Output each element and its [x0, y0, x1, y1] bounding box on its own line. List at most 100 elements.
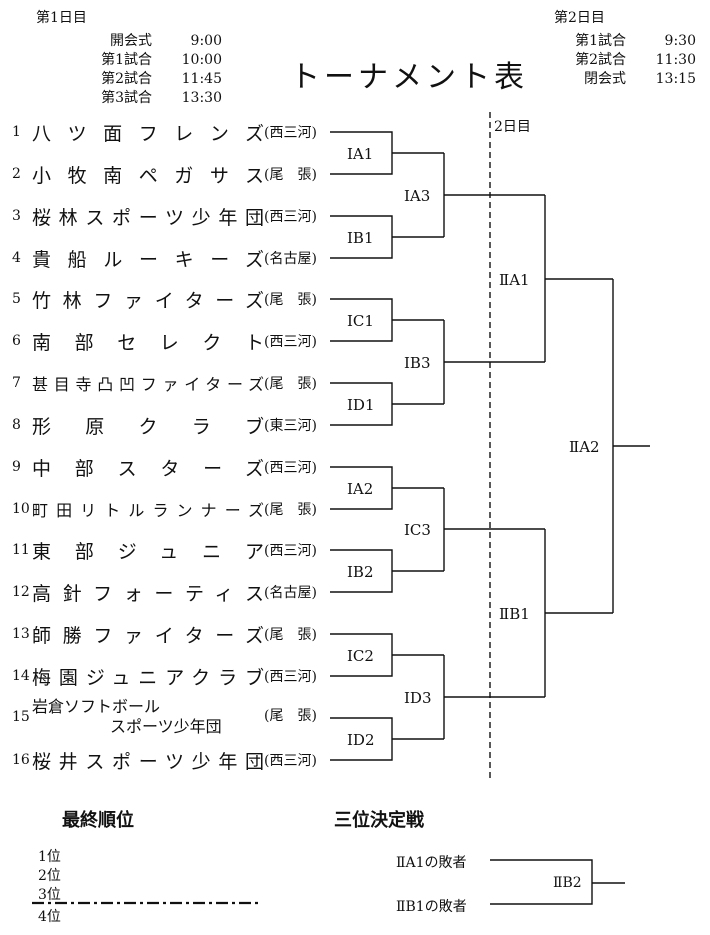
team-number: 8	[12, 417, 21, 433]
schedule-label: 第3試合	[101, 90, 152, 106]
team-row: 5 竹林ファイターズ(尾 張)	[12, 287, 332, 312]
team-name: 東部ジュニア	[32, 540, 264, 563]
team-row: 8 形原クラブ(東三河)	[12, 413, 332, 438]
team-name: 中部スターズ	[32, 457, 264, 480]
match-label: ⅠA2	[346, 480, 375, 498]
team-region: (西三河)	[264, 125, 317, 141]
team-region: (西三河)	[264, 753, 317, 769]
team-name: 町田リトルランナーズ	[32, 501, 264, 520]
team-name: 梅園ジュニアクラブ	[32, 666, 264, 689]
team-number: 10	[12, 501, 30, 517]
team-number: 1	[12, 124, 21, 140]
team-number: 3	[12, 208, 21, 224]
team-region: (西三河)	[264, 669, 317, 685]
match-label: ⅠD1	[346, 396, 376, 414]
schedule-row: 閉会式 13:15	[558, 70, 696, 89]
match-label: ⅠD3	[403, 689, 433, 707]
rank-item: 2位	[38, 868, 61, 884]
schedule-time: 9:00	[190, 33, 222, 49]
rank-item: 1位	[38, 849, 61, 865]
team-name: 竹林ファイターズ	[32, 289, 264, 312]
match-label: ⅠC1	[346, 312, 375, 330]
third-place-entry: ⅡA1の敗者	[396, 855, 467, 871]
team-name: 甚目寺凸凹ファイターズ	[32, 375, 264, 394]
team-region: (尾 張)	[264, 627, 317, 643]
match-label: ⅠA3	[403, 187, 432, 205]
team-name: 八ツ面フレンズ	[32, 122, 264, 145]
rank-item: 4位	[38, 909, 61, 925]
team-region: (尾 張)	[264, 167, 317, 183]
team-region: (西三河)	[264, 209, 317, 225]
team-number: 5	[12, 291, 21, 307]
team-name: 南部セレクト	[32, 331, 264, 354]
team-name-line2: スポーツ少年団	[110, 717, 222, 736]
team-number: 12	[12, 584, 30, 600]
final-match-label: ⅡA2	[568, 438, 601, 456]
team-region: (尾 張)	[264, 502, 317, 518]
schedule-time: 11:30	[655, 52, 696, 68]
page-title: トーナメント表	[290, 60, 528, 95]
team-region: (東三河)	[264, 418, 317, 434]
match-label: ⅠB3	[403, 354, 432, 372]
team-number: 14	[12, 668, 30, 684]
match-label: ⅡB1	[498, 605, 531, 623]
match-label: ⅠB1	[346, 229, 375, 247]
schedule-row: 第1試合 10:00	[88, 51, 222, 70]
team-number: 16	[12, 752, 30, 768]
schedule-label: 第2試合	[101, 71, 152, 87]
schedule-row: 第2試合 11:45	[88, 70, 222, 89]
team-region: (尾 張)	[264, 292, 317, 308]
team-number: 13	[12, 626, 30, 642]
schedule-time: 9:30	[664, 33, 696, 49]
schedule-label: 閉会式	[584, 71, 626, 87]
team-name: 桜林スポーツ少年団	[32, 206, 264, 229]
team-name: 岩倉ソフトボール スポーツ少年団	[32, 697, 264, 737]
match-label: ⅠC3	[403, 521, 432, 539]
schedule-time: 13:15	[655, 71, 696, 87]
team-region: (西三河)	[264, 334, 317, 350]
third-place-heading: 三位決定戦	[334, 810, 424, 831]
team-name: 桜井スポーツ少年団	[32, 750, 264, 773]
schedule-time: 11:45	[181, 71, 222, 87]
team-region: (尾 張)	[264, 708, 317, 724]
team-region: (名古屋)	[264, 251, 317, 267]
team-row: 3 桜林スポーツ少年団(西三河)	[12, 204, 332, 229]
team-name: 貴船ルーキーズ	[32, 248, 264, 271]
day2-heading: 第2日目	[554, 10, 605, 26]
team-number: 2	[12, 166, 21, 182]
third-place-match-label: ⅡB2	[552, 875, 583, 891]
team-row: 1 八ツ面フレンズ(西三河)	[12, 120, 332, 145]
match-label: ⅠC2	[346, 647, 375, 665]
match-label: ⅠB2	[346, 563, 375, 581]
rank-item: 3位	[38, 887, 61, 903]
schedule-label: 第1試合	[575, 33, 626, 49]
day2-marker: 2日目	[494, 119, 531, 135]
day2-schedule: 第1試合 9:30 第2試合 11:30 閉会式 13:15	[558, 32, 696, 89]
schedule-row: 第1試合 9:30	[558, 32, 696, 51]
team-number: 11	[12, 542, 30, 558]
team-name: 形原クラブ	[32, 415, 264, 438]
schedule-label: 第1試合	[101, 52, 152, 68]
team-region: (名古屋)	[264, 585, 317, 601]
team-region: (西三河)	[264, 543, 317, 559]
team-name: 師勝ファイターズ	[32, 624, 264, 647]
schedule-row: 第2試合 11:30	[558, 51, 696, 70]
team-name: 高針フォーティス	[32, 582, 264, 605]
team-number: 9	[12, 459, 21, 475]
third-place-entry: ⅡB1の敗者	[396, 899, 467, 915]
schedule-label: 第2試合	[575, 52, 626, 68]
team-row: 15 岩倉ソフトボール スポーツ少年団 (尾 張)	[12, 692, 332, 742]
schedule-time: 10:00	[181, 52, 222, 68]
